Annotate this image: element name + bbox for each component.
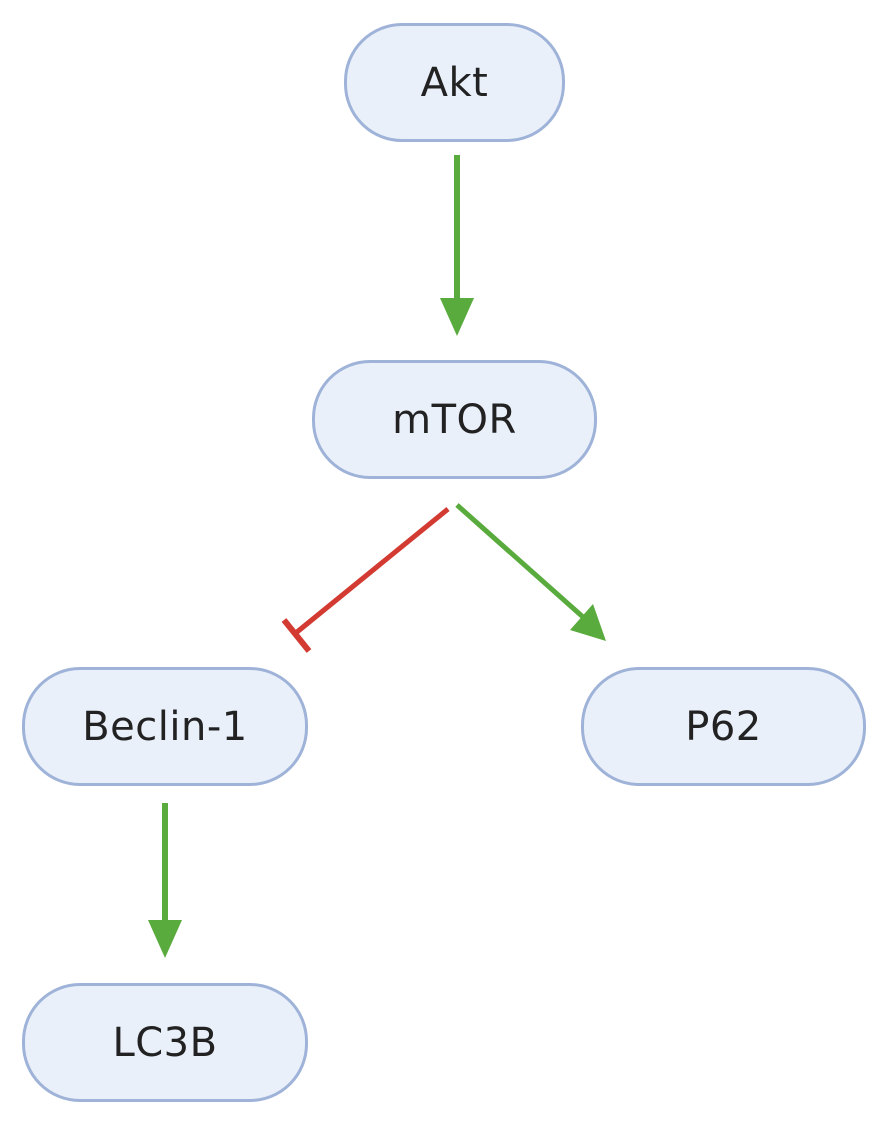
edge-akt-to-mtor <box>440 155 474 336</box>
edge-mtor-to-p62 <box>455 503 606 641</box>
node-akt: Akt <box>344 23 565 142</box>
node-lc3b-label: LC3B <box>112 1019 218 1066</box>
node-lc3b: LC3B <box>22 983 308 1102</box>
node-mtor: mTOR <box>312 360 597 479</box>
edge-mtor-to-beclin-line <box>295 507 450 634</box>
node-mtor-label: mTOR <box>392 396 517 443</box>
edge-beclin-to-lc3b <box>148 803 182 958</box>
edge-mtor-to-p62-line <box>455 503 585 619</box>
node-p62-label: P62 <box>685 703 762 750</box>
node-beclin-1-label: Beclin-1 <box>82 703 248 750</box>
edge-beclin-to-lc3b-arrowhead <box>148 920 182 958</box>
edge-mtor-to-beclin <box>281 507 450 653</box>
node-akt-label: Akt <box>420 59 489 106</box>
node-beclin-1: Beclin-1 <box>22 667 308 786</box>
node-p62: P62 <box>581 667 866 786</box>
edge-akt-to-mtor-arrowhead <box>440 298 474 336</box>
edge-mtor-to-p62-arrowhead <box>570 604 606 641</box>
edge-mtor-to-beclin-tbar <box>281 618 312 653</box>
